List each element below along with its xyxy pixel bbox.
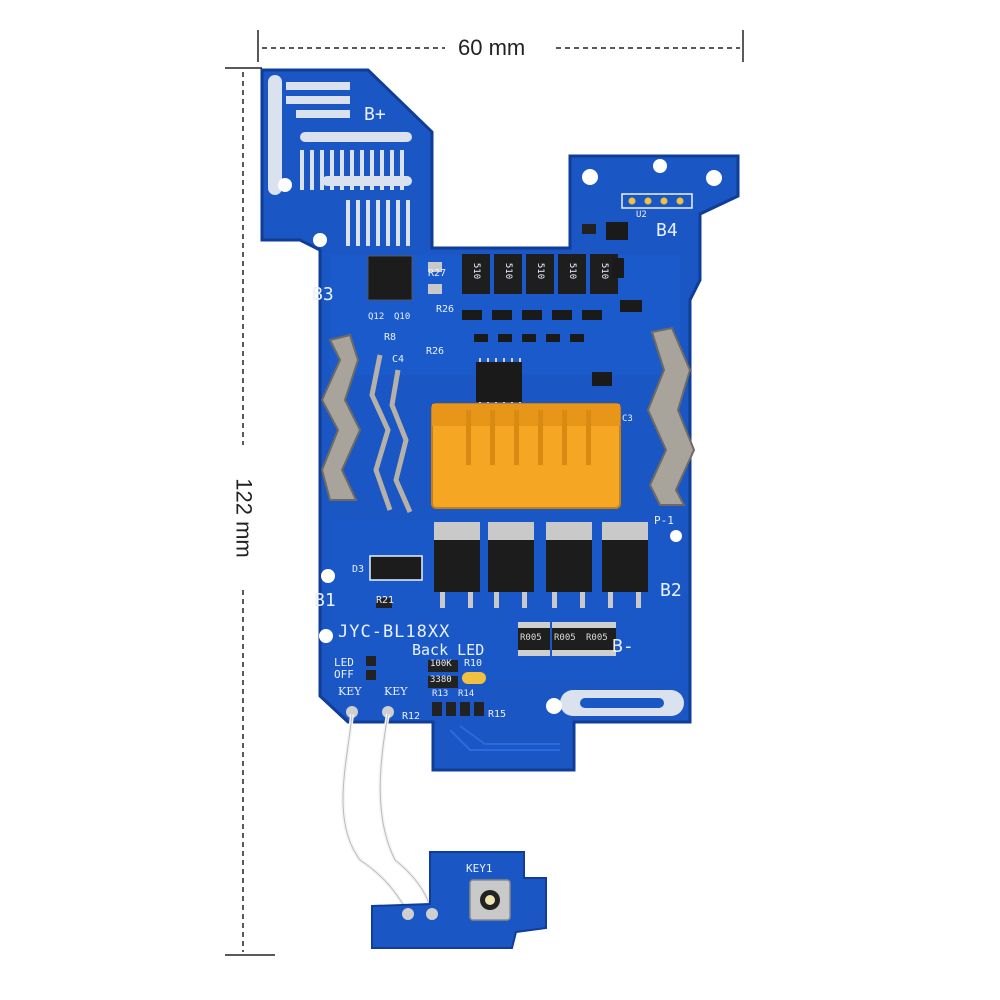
q12-mosfet: [367, 255, 413, 301]
label-led: LED: [334, 656, 354, 669]
label-r13: R13: [432, 689, 449, 699]
label-b4: B4: [656, 220, 678, 241]
shunt-code-1: R005: [520, 633, 542, 643]
left-battery-clip: [320, 333, 362, 501]
label-key-left: KEY: [338, 685, 362, 698]
label-u2: U2: [636, 210, 647, 220]
label-3380: 3380: [430, 675, 452, 685]
width-dimension-label: 60 mm: [452, 35, 532, 61]
middle-wire-clip: [369, 354, 413, 514]
label-c4: C4: [392, 354, 405, 365]
label-100k: 100K: [430, 659, 452, 669]
u2-header: [621, 193, 693, 209]
label-r10: R10: [464, 658, 483, 669]
label-r15: R15: [488, 709, 507, 720]
label-key-right: KEY: [384, 685, 408, 698]
shunt-code-2: R005: [554, 633, 576, 643]
label-b3: B3: [312, 284, 334, 305]
d3-diode: [369, 555, 423, 581]
top-resistor-code-5: 510: [599, 262, 610, 280]
shunt-code-3: R005: [586, 633, 608, 643]
label-c3: C3: [622, 414, 633, 424]
main-ic: [476, 362, 522, 402]
label-key1: KEY1: [466, 862, 493, 875]
label-off: OFF: [334, 668, 354, 681]
label-model: JYC-BL18XX: [338, 622, 451, 642]
top-resistor-code-3: 510: [535, 262, 546, 280]
label-q10: Q10: [394, 312, 411, 322]
switch-board-pcb: [371, 851, 547, 949]
label-b2: B2: [660, 580, 682, 601]
label-back-led: Back LED: [412, 641, 485, 659]
label-d3: D3: [352, 564, 365, 575]
top-resistor-code-4: 510: [567, 262, 578, 280]
label-q12: Q12: [368, 312, 385, 322]
label-r21: R21: [376, 595, 395, 606]
label-bplus: B+: [364, 104, 386, 125]
label-bminus: B-: [612, 636, 634, 657]
label-b1: B1: [314, 590, 336, 611]
shunt-resistors: [518, 622, 616, 656]
orange-connector: [431, 403, 621, 509]
label-r26a: R26: [436, 304, 455, 315]
label-r12: R12: [402, 711, 421, 722]
label-r8: R8: [384, 332, 397, 343]
bplus-pad-array: [268, 75, 412, 246]
power-mosfets: [434, 522, 648, 592]
label-r14: R14: [458, 689, 475, 699]
top-resistor-code-1: 510: [471, 262, 482, 280]
label-r27: R27: [428, 268, 447, 279]
label-p1: P-1: [654, 514, 674, 527]
label-r26b: R26: [426, 346, 445, 357]
right-battery-clip: [646, 326, 696, 506]
top-resistor-code-2: 510: [503, 262, 514, 280]
